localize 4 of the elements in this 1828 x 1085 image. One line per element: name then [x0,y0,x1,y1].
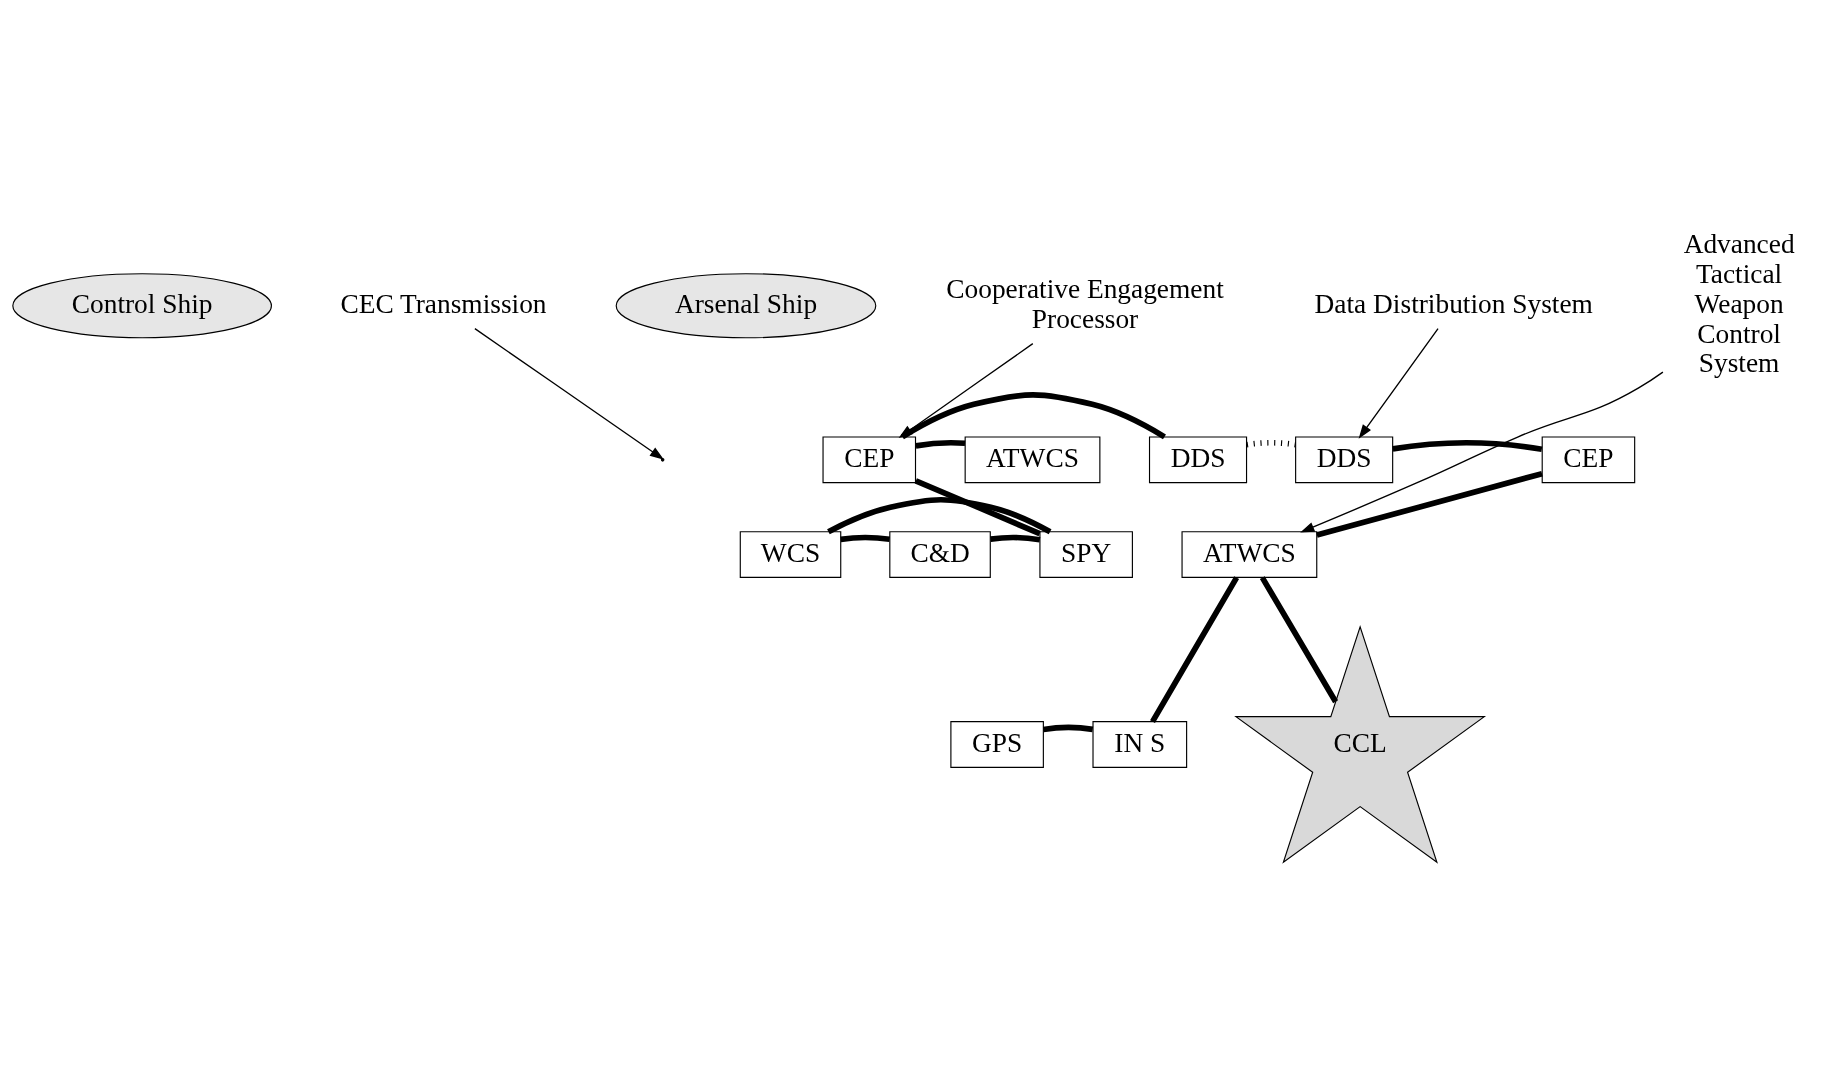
node-text: Cooperative Engagement Processor [946,273,1224,334]
node-text: Data Distribution System [1314,288,1593,319]
node-text: Advanced Tactical Weapon Control System [1683,228,1795,378]
node-text: CEC Transmission [340,288,547,319]
